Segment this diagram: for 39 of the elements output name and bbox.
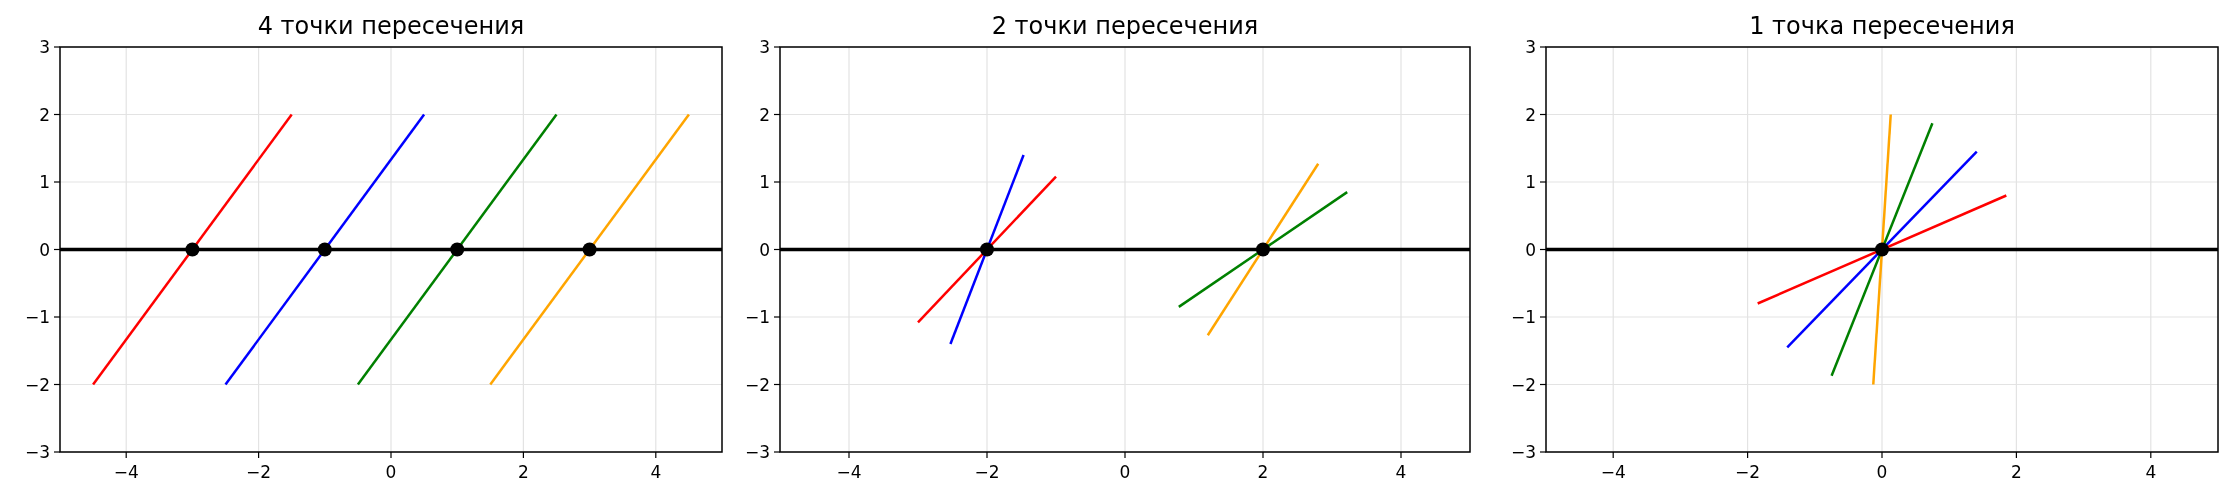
axis-tick-label: 2 — [1525, 104, 1536, 125]
axis-tick-label: −3 — [24, 442, 50, 462]
axis-tick-label: −3 — [1510, 442, 1536, 462]
axis-tick-label: 2 — [2011, 462, 2022, 482]
axis-tick-label: −1 — [1510, 307, 1536, 327]
axis-tick-label: 4 — [650, 462, 662, 482]
axis-tick-label: −2 — [1735, 462, 1761, 482]
axis-tick-label: 2 — [1257, 462, 1269, 482]
chart-title: 2 точки пересечения — [991, 12, 1259, 40]
axis-tick-label: −2 — [744, 374, 770, 395]
axis-tick-label: 1 — [759, 172, 770, 192]
axis-tick-label: 0 — [1119, 462, 1131, 482]
axis-tick-label: −2 — [1510, 374, 1536, 395]
axis-tick-label: 2 — [39, 104, 50, 125]
axis-tick-label: 4 — [2145, 462, 2157, 482]
axis-tick-label: 1 — [1525, 172, 1536, 192]
axis-tick-label: 4 — [1395, 462, 1407, 482]
axis-tick-label: −1 — [744, 307, 770, 327]
axis-tick-label: −1 — [24, 307, 50, 327]
axis-tick-label: 2 — [759, 104, 770, 125]
axis-tick-label: 0 — [1876, 462, 1888, 482]
axis-tick-label: 0 — [385, 462, 397, 482]
axis-tick-label: 0 — [39, 239, 50, 260]
axis-tick-label: 2 — [518, 462, 529, 482]
axis-tick-label: 0 — [759, 239, 770, 260]
axis-tick-label: −4 — [113, 462, 139, 482]
axis-tick-label: −2 — [246, 462, 272, 482]
axis-tick-label: 0 — [1525, 239, 1536, 260]
axis-tick-label: −2 — [974, 462, 1000, 482]
chart-title: 4 точки пересечения — [257, 12, 525, 40]
chart-title: 1 точка пересечения — [1749, 12, 2015, 40]
axis-tick-label: −4 — [1600, 462, 1626, 482]
axis-tick-label: 3 — [39, 37, 50, 57]
axis-tick-label: 1 — [39, 172, 50, 192]
axis-tick-label: 3 — [759, 37, 770, 57]
axis-tick-label: 3 — [1525, 37, 1536, 57]
axis-tick-label: −4 — [836, 462, 862, 482]
axis-tick-label: −3 — [744, 442, 770, 462]
axis-tick-label: −2 — [24, 374, 50, 395]
